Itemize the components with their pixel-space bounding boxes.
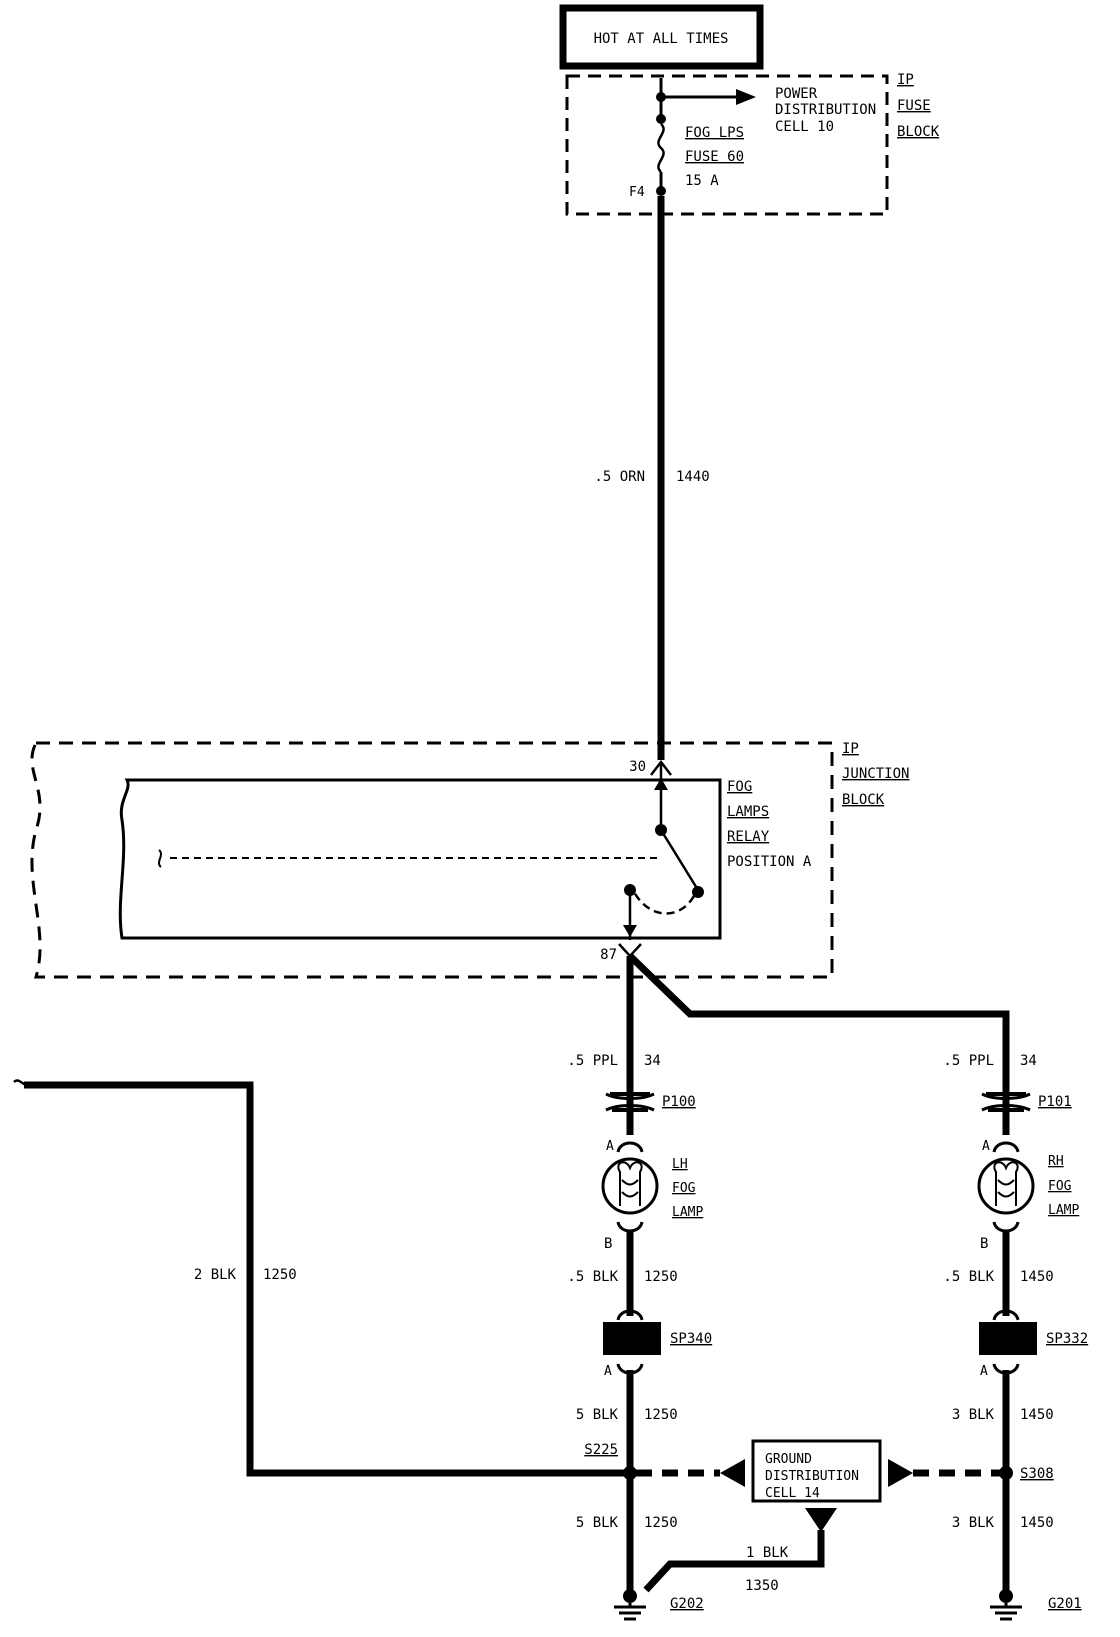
fog-lamps-relay — [118, 778, 722, 940]
relay-label-2: LAMPS — [727, 804, 769, 820]
lh-wire-gauge: .5 PPL — [567, 1053, 618, 1069]
lh-lamp-icon — [601, 1157, 659, 1215]
rh-lamp-icon — [977, 1157, 1035, 1215]
rh-wire-gauge: .5 PPL — [943, 1053, 994, 1069]
lh-sp-pin: A — [604, 1364, 612, 1379]
lh-lamp-label-3: LAMP — [672, 1205, 703, 1220]
lh-pin-a: A — [606, 1139, 614, 1154]
ground-dist-line-1: GROUND — [765, 1452, 812, 1467]
arrow-right-icon — [888, 1459, 913, 1487]
relay-label-3: RELAY — [727, 829, 770, 845]
lh-splice-pack-label: SP340 — [670, 1331, 712, 1347]
rh-splice-pack — [979, 1322, 1037, 1355]
lh-wire4-gauge: 5 BLK — [576, 1515, 619, 1531]
rh-pin-b: B — [980, 1236, 988, 1252]
hot-label: HOT AT ALL TIMES — [594, 31, 729, 47]
ground-dist-wire-circuit: 1350 — [745, 1578, 779, 1594]
relay-switch-arm — [659, 829, 700, 891]
lh-wire2-circuit: 1250 — [644, 1269, 678, 1285]
junction-block-name-2: JUNCTION — [842, 766, 909, 782]
ip-fuse-block: IP FUSE BLOCK F4 POWER DISTRIBUTION CELL… — [565, 72, 940, 216]
rh-lamp-label-2: FOG — [1048, 1179, 1072, 1194]
rh-connector-label: P101 — [1038, 1094, 1072, 1110]
relay-label-1: FOG — [727, 779, 752, 795]
lh-wire3-circuit: 1250 — [644, 1407, 678, 1423]
power-dist-line-2: DISTRIBUTION — [775, 102, 876, 118]
ground-distribution: GROUND DISTRIBUTION CELL 14 1 BLK 1350 — [636, 1439, 1000, 1594]
rh-splice-dot — [999, 1466, 1013, 1480]
rh-lamp-label-3: LAMP — [1048, 1203, 1079, 1218]
pin-30-label: 30 — [629, 759, 646, 775]
fuse-rating: 15 A — [685, 173, 719, 189]
rh-wire-circuit: 34 — [1020, 1053, 1037, 1069]
fuse-block-name-3: BLOCK — [897, 124, 940, 140]
ip-junction-block: IP JUNCTION BLOCK FOG LAMPS RELAY POSITI… — [30, 741, 909, 979]
power-dist-line-3: CELL 10 — [775, 119, 834, 135]
power-dist-line-1: POWER — [775, 86, 818, 102]
junction-block-name-3: BLOCK — [842, 792, 885, 808]
left-wire-gauge: 2 BLK — [194, 1267, 237, 1283]
lh-wire2-gauge: .5 BLK — [567, 1269, 618, 1285]
fuse-name-line-1: FOG LPS — [685, 125, 744, 141]
lh-splice-label: S225 — [584, 1442, 618, 1458]
relay-output-wires — [626, 953, 1010, 1080]
fuse-terminal-label: F4 — [629, 185, 645, 200]
left-ground-wire: 2 BLK 1250 — [13, 1079, 630, 1477]
relay-label-4: POSITION A — [727, 854, 812, 870]
lh-wire4-circuit: 1250 — [644, 1515, 678, 1531]
arrow-left-icon — [720, 1459, 745, 1487]
lh-splice-pack — [603, 1322, 661, 1355]
pin-87-label: 87 — [600, 947, 617, 963]
rh-fog-lamp-branch: .5 PPL 34 P101 A B RH FOG LAMP .5 BLK 14… — [943, 1053, 1088, 1621]
feed-wire: .5 ORN 1440 — [594, 196, 710, 760]
fuse-icon — [657, 123, 665, 173]
feed-wire-gauge: .5 ORN — [594, 469, 645, 485]
lh-wire-circuit: 34 — [644, 1053, 661, 1069]
ground-dist-line-2: DISTRIBUTION — [765, 1469, 859, 1484]
fuse-name-line-2: FUSE 60 — [685, 149, 744, 165]
arrow-down-icon — [805, 1508, 837, 1532]
rh-wire2-circuit: 1450 — [1020, 1269, 1054, 1285]
left-wire-circuit: 1250 — [263, 1267, 297, 1283]
rh-wire4-circuit: 1450 — [1020, 1515, 1054, 1531]
fuse-block-name-1: IP — [897, 72, 914, 88]
rh-sp-pin: A — [980, 1364, 988, 1379]
arrow-right-icon — [736, 89, 756, 105]
rh-lamp-label-1: RH — [1048, 1154, 1064, 1169]
feed-wire-circuit: 1440 — [676, 469, 710, 485]
lh-lamp-label-1: LH — [672, 1157, 688, 1172]
rh-wire3-gauge: 3 BLK — [952, 1407, 995, 1423]
hot-at-all-times-box: HOT AT ALL TIMES — [559, 4, 764, 70]
rh-wire4-gauge: 3 BLK — [952, 1515, 995, 1531]
rh-splice-pack-label: SP332 — [1046, 1331, 1088, 1347]
rh-wire3-circuit: 1450 — [1020, 1407, 1054, 1423]
rh-ground-label: G201 — [1048, 1596, 1082, 1612]
lh-wire3-gauge: 5 BLK — [576, 1407, 619, 1423]
fuse-block-name-2: FUSE — [897, 98, 931, 114]
ground-dist-line-3: CELL 14 — [765, 1486, 820, 1501]
lh-ground-label: G202 — [670, 1596, 704, 1612]
ground-dist-wire-gauge: 1 BLK — [746, 1545, 789, 1561]
lh-pin-b: B — [604, 1236, 612, 1252]
rh-wire2-gauge: .5 BLK — [943, 1269, 994, 1285]
rh-splice-label: S308 — [1020, 1466, 1054, 1482]
lh-connector-label: P100 — [662, 1094, 696, 1110]
rh-pin-a: A — [982, 1139, 990, 1154]
lh-lamp-label-2: FOG — [672, 1181, 696, 1196]
ground-icon — [614, 1589, 646, 1621]
junction-block-name-1: IP — [842, 741, 859, 757]
ground-icon — [990, 1589, 1022, 1621]
lh-fog-lamp-branch: .5 PPL 34 P100 A B LH FOG LAMP .5 BLK 12… — [567, 1053, 712, 1621]
